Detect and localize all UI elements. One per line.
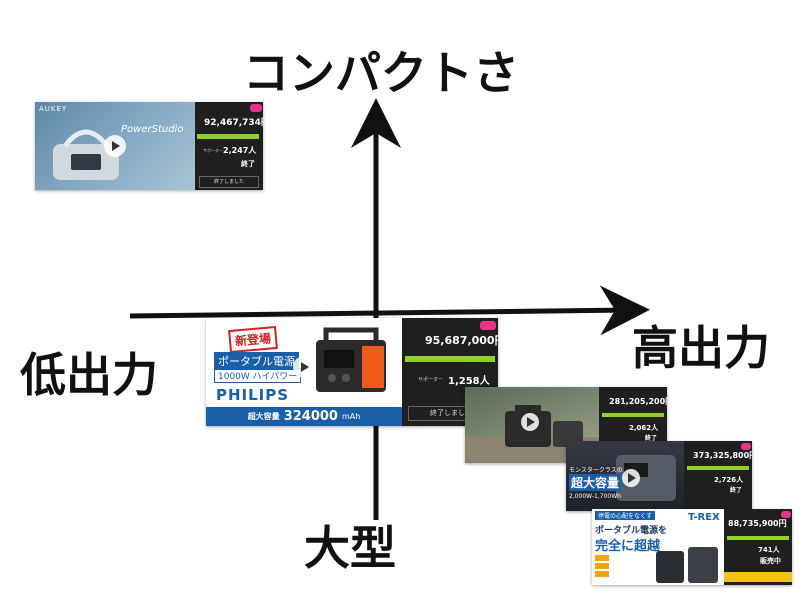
funding-amount: 88,735,900円 [728,519,787,528]
brand-logo: AUKEY [39,105,68,113]
product-video-thumbnail[interactable]: モンスタークラスの 超大容量 2,000W-1,700Wh [566,441,684,511]
funding-amount: 92,467,734円 [204,118,263,128]
funding-panel: 95,687,000円 サポーター 1,258人 終了しました [402,318,498,426]
product-card-3[interactable]: 281,205,200円 2,062人 終了 [465,387,667,463]
status-badge [741,443,751,450]
banner-line1: モンスタークラスの [569,467,623,474]
progress-bar [687,466,749,470]
product-card-4[interactable]: モンスタークラスの 超大容量 2,000W-1,700Wh 373,325,80… [566,441,752,511]
funding-amount: 373,325,800円 [693,451,752,460]
product-video-thumbnail[interactable]: 停電の心配をなくす T-REX ポータブル電源を 完全に超越 [592,509,724,585]
product-video-thumbnail[interactable] [465,387,599,463]
horizontal-axis [129,285,650,336]
headline-line1: ポータブル電源 [214,352,299,370]
funding-amount: 95,687,000円 [425,334,498,347]
progress-bar [602,413,664,417]
feature-chips [595,555,609,577]
product-video-thumbnail[interactable]: AUKEY PowerStudio [35,102,195,190]
supporters-label: サポーター [418,377,444,383]
progress-bar [405,356,495,362]
capacity-unit: mAh [341,412,361,421]
banner-line2: 超大容量 [569,474,622,491]
capacity-label: 超大容量 [247,412,280,421]
progress-bar [727,536,789,540]
power-station-image [316,327,386,392]
play-icon[interactable] [622,469,640,487]
progress-bar [197,134,259,139]
power-station-image [53,129,119,180]
supporters-count: 1,258人 [448,376,490,387]
play-icon[interactable] [293,356,315,378]
play-icon[interactable] [104,135,126,157]
philips-logo: PHILIPS [216,386,290,404]
axis-label-left: 低出力 [20,348,158,402]
campaign-status: 終了 [645,435,658,442]
product-card-philips[interactable]: 新登場 ポータブル電源 1000W ハイパワー PHILIPS 超大容量 324… [206,318,498,426]
funding-amount: 281,205,200円 [609,397,667,406]
status-badge [250,104,262,112]
product-name: PowerStudio [121,124,184,135]
axis-label-bottom: 大型 [304,521,396,575]
campaign-status: 販売中 [760,557,781,565]
product-card-5[interactable]: 停電の心配をなくす T-REX ポータブル電源を 完全に超越 88,735,90… [592,509,792,585]
status-badge [480,321,496,330]
supporters-count: 741人 [758,546,780,554]
headline-line2: 完全に超越 [595,539,661,554]
supporters-count: 2,247人 [223,146,257,155]
product-card-aukey[interactable]: AUKEY PowerStudio 92,467,734円 サポーター 2,24… [35,102,263,190]
capacity-band: 超大容量 324000 mAh [206,407,402,426]
headline-line2: 1000W ハイパワー [214,368,302,383]
funding-panel: 373,325,800円 2,726人 終了 [684,441,752,511]
axis-label-top: コンパクトさ [243,46,519,100]
axis-label-right: 高出力 [632,321,770,375]
logo-strip [724,572,792,582]
play-icon[interactable] [521,413,539,431]
funding-panel: 92,467,734円 サポーター 2,247人 終了 終了しました [195,102,263,190]
campaign-status: 終了 [241,160,255,168]
supporters-label: サポーター [203,148,223,153]
status-badge [781,511,791,518]
new-badge: 新登場 [228,325,278,354]
supporters-count: 2,726人 [714,476,744,484]
product-video-thumbnail[interactable]: 新登場 ポータブル電源 1000W ハイパワー PHILIPS 超大容量 324… [206,318,402,426]
brand-logo: T-REX [688,512,720,523]
funding-panel: 88,735,900円 741人 販売中 [724,509,792,585]
headline-line1: ポータブル電源を [595,526,668,536]
campaign-status: 終了 [730,487,743,494]
supporters-count: 2,062人 [629,424,659,432]
capacity-value: 324000 [283,409,338,424]
ended-button[interactable]: 終了しました [199,176,259,188]
top-banner: 停電の心配をなくす [595,511,656,520]
banner-line3: 2,000W-1,700Wh [569,493,621,500]
power-station-image [656,547,718,583]
